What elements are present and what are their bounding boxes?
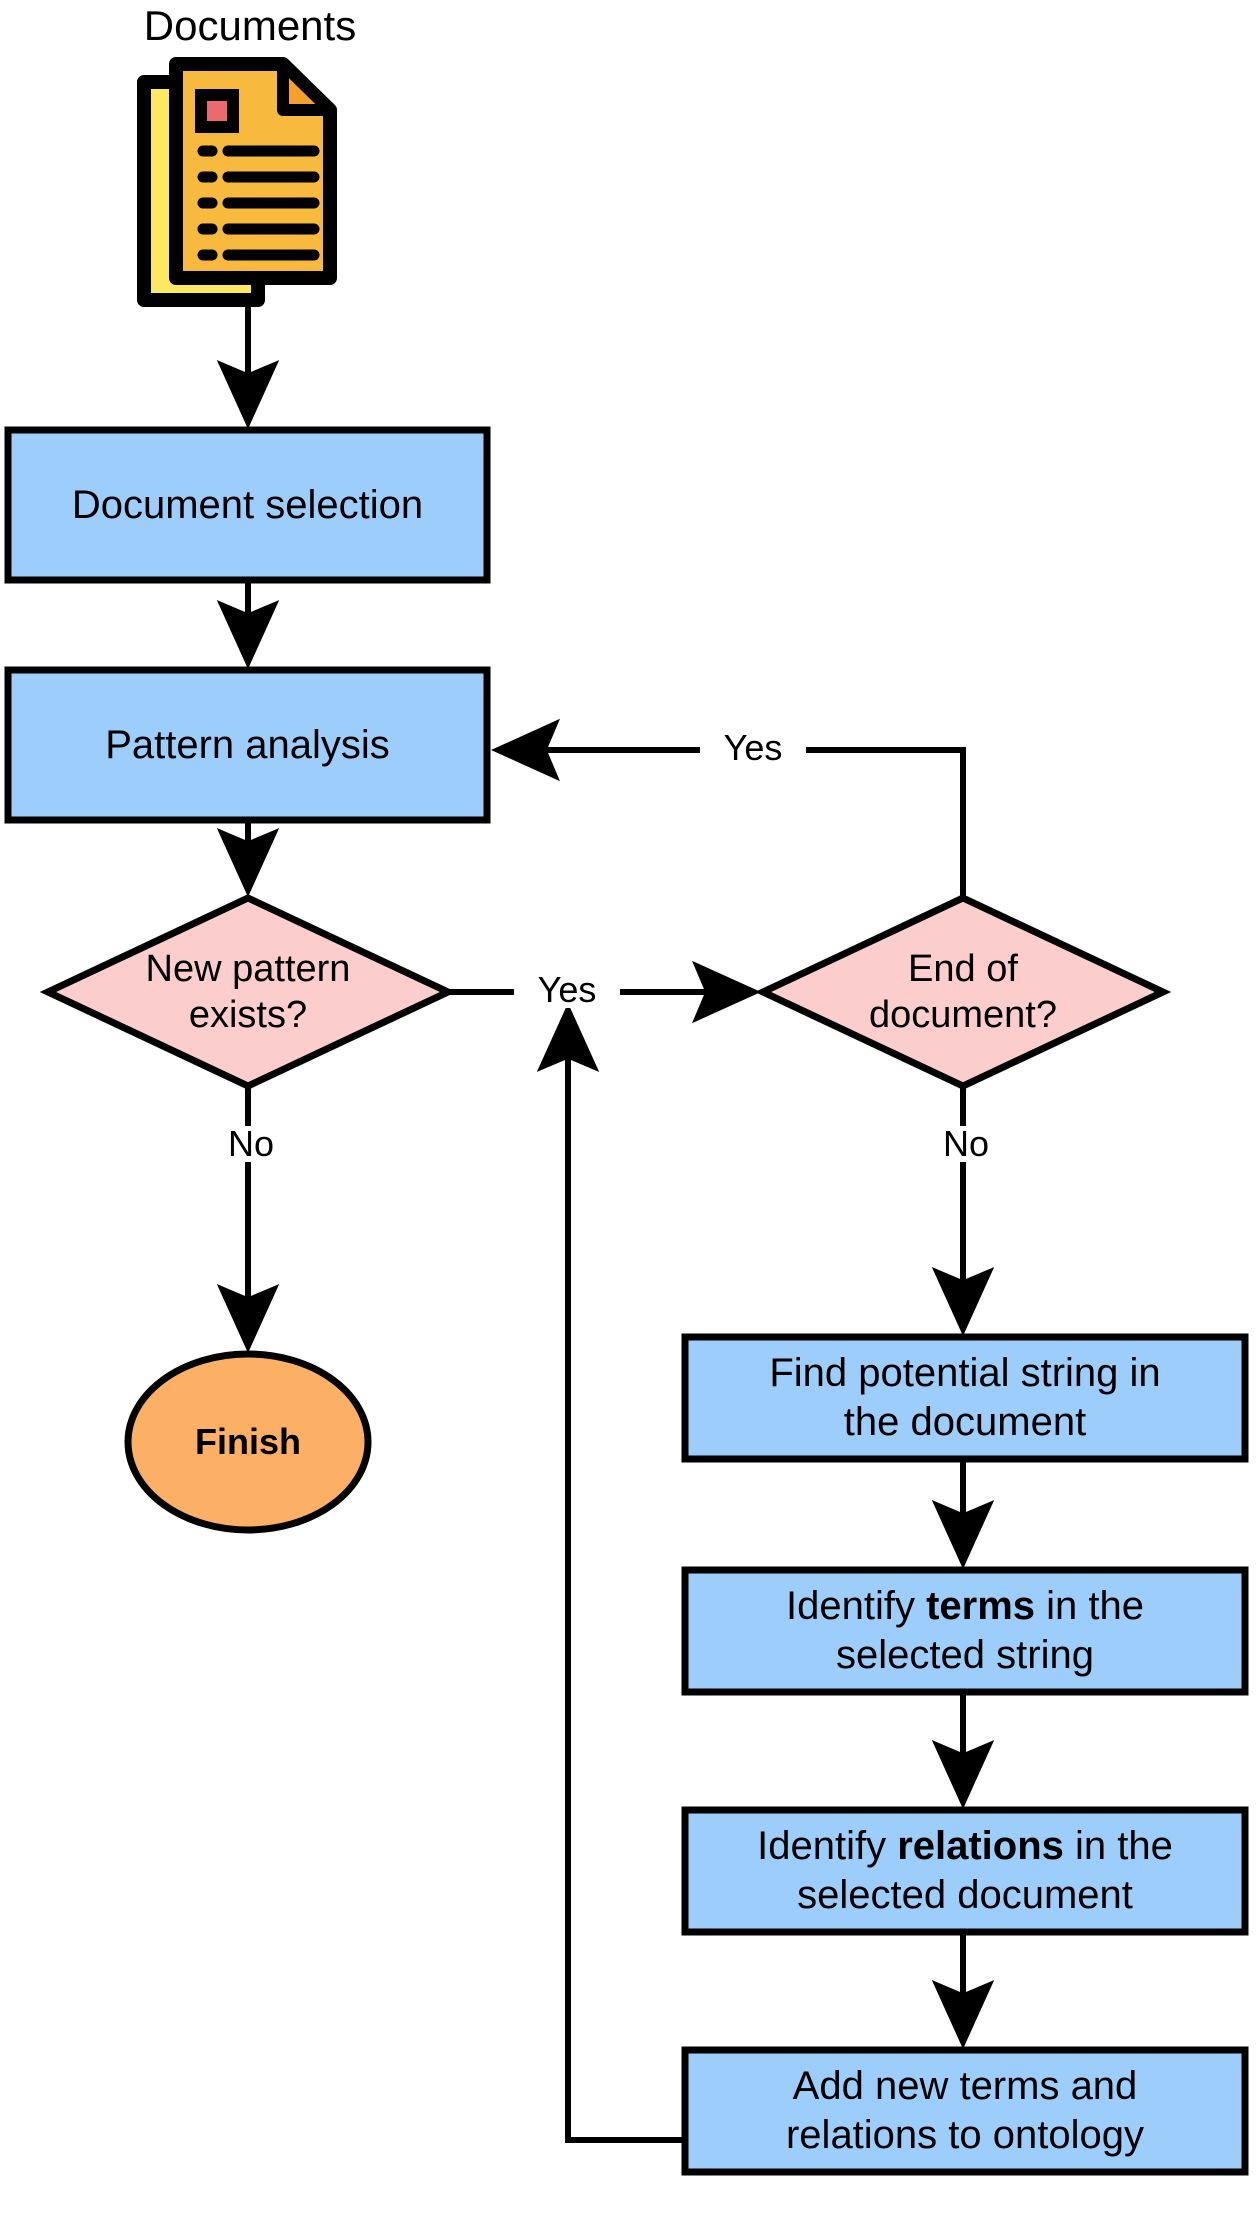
node-identify-terms[interactable] [681, 1566, 1249, 1696]
node-find-potential-string[interactable] [681, 1333, 1249, 1463]
node-document-selection[interactable] [4, 426, 491, 584]
node-end-of-document[interactable] [754, 894, 1172, 1090]
edge-endofdoc-yes-to-pattern [491, 718, 966, 898]
node-pattern-analysis[interactable] [4, 666, 491, 824]
node-finish[interactable] [124, 1350, 372, 1534]
node-identify-relations[interactable] [681, 1806, 1249, 1936]
edge-add-to-yes-junction [536, 1003, 685, 2143]
node-new-pattern-exists[interactable] [39, 894, 457, 1090]
edge-label-endofdoc-yes: Yes [700, 730, 806, 766]
documents-stack-icon [137, 57, 337, 307]
edge-label-newpattern-no: No [198, 1126, 304, 1162]
node-add-new-terms[interactable] [681, 2046, 1249, 2176]
edge-label-endofdoc-no: No [913, 1126, 1019, 1162]
edge-label-newpattern-yes: Yes [514, 972, 620, 1008]
